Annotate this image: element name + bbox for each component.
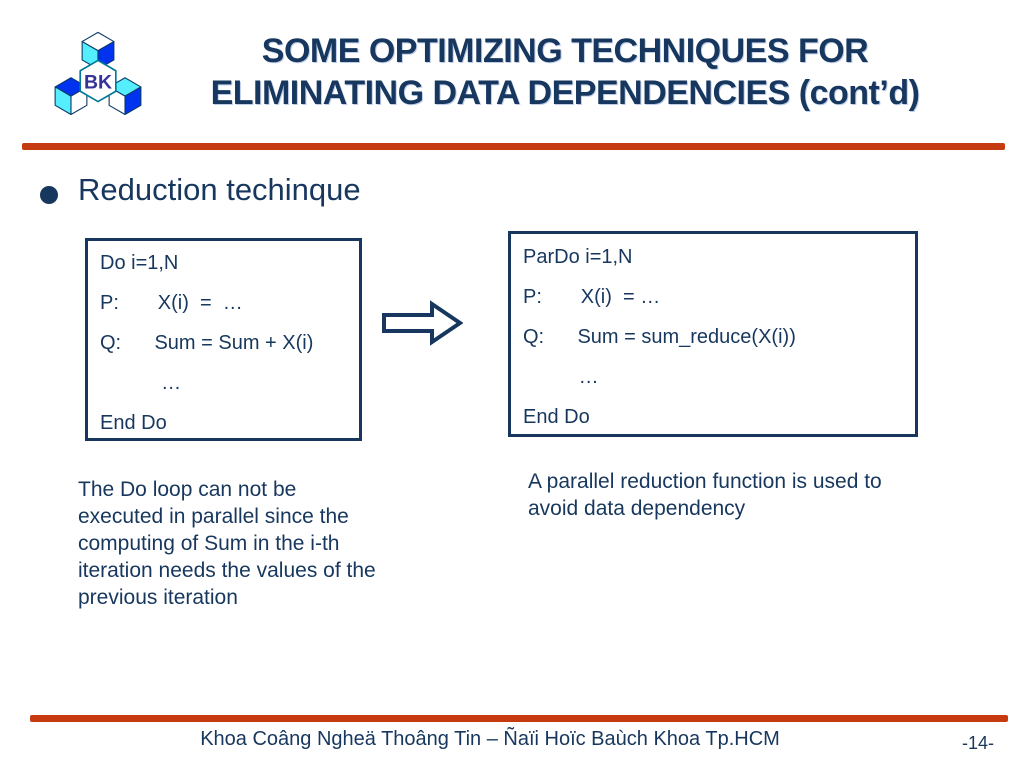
page-number: -14- — [961, 733, 994, 753]
bk-logo-text: BK — [84, 72, 112, 94]
title-divider-rule — [22, 143, 1005, 150]
serial-loop-note: The Do loop can not be executed in paral… — [78, 478, 376, 609]
footer-divider-rule — [30, 715, 1008, 722]
code-line: Q: Sum = sum_reduce(X(i)) — [523, 326, 796, 348]
code-line: Do i=1,N — [100, 252, 179, 274]
parallel-reduction-note: A parallel reduction function is used to… — [528, 470, 882, 520]
code-line: ParDo i=1,N — [523, 246, 633, 268]
bullet-dot-icon — [40, 186, 58, 204]
code-line: End Do — [100, 412, 167, 434]
bk-university-logo-icon: BK — [44, 26, 152, 136]
slide-title-line2: ELIMINATING DATA DEPENDENCIES (cont’d) — [210, 74, 920, 112]
footer-department: Khoa Coâng Ngheä Thoâng Tin – Ñaïi Hoïc … — [200, 728, 780, 750]
code-line: P: X(i) = … — [100, 292, 243, 314]
right-arrow-icon — [382, 300, 463, 346]
parallel-code-box: ParDo i=1,N P: X(i) = … Q: Sum = sum_red… — [508, 231, 918, 437]
code-line: … — [523, 366, 599, 388]
slide-title: SOME OPTIMIZING TECHNIQUES FOR ELIMINATI… — [130, 30, 1000, 114]
code-line: P: X(i) = … — [523, 286, 661, 308]
slide-title-line1: SOME OPTIMIZING TECHNIQUES FOR — [261, 32, 869, 70]
serial-code-box: Do i=1,N P: X(i) = … Q: Sum = Sum + X(i)… — [85, 238, 362, 441]
bk-logo-svg: BK — [54, 31, 142, 116]
bullet-heading: Reduction techinque — [78, 172, 361, 207]
code-line: Q: Sum = Sum + X(i) — [100, 332, 314, 354]
code-line: … — [100, 372, 182, 394]
code-line: End Do — [523, 406, 590, 428]
